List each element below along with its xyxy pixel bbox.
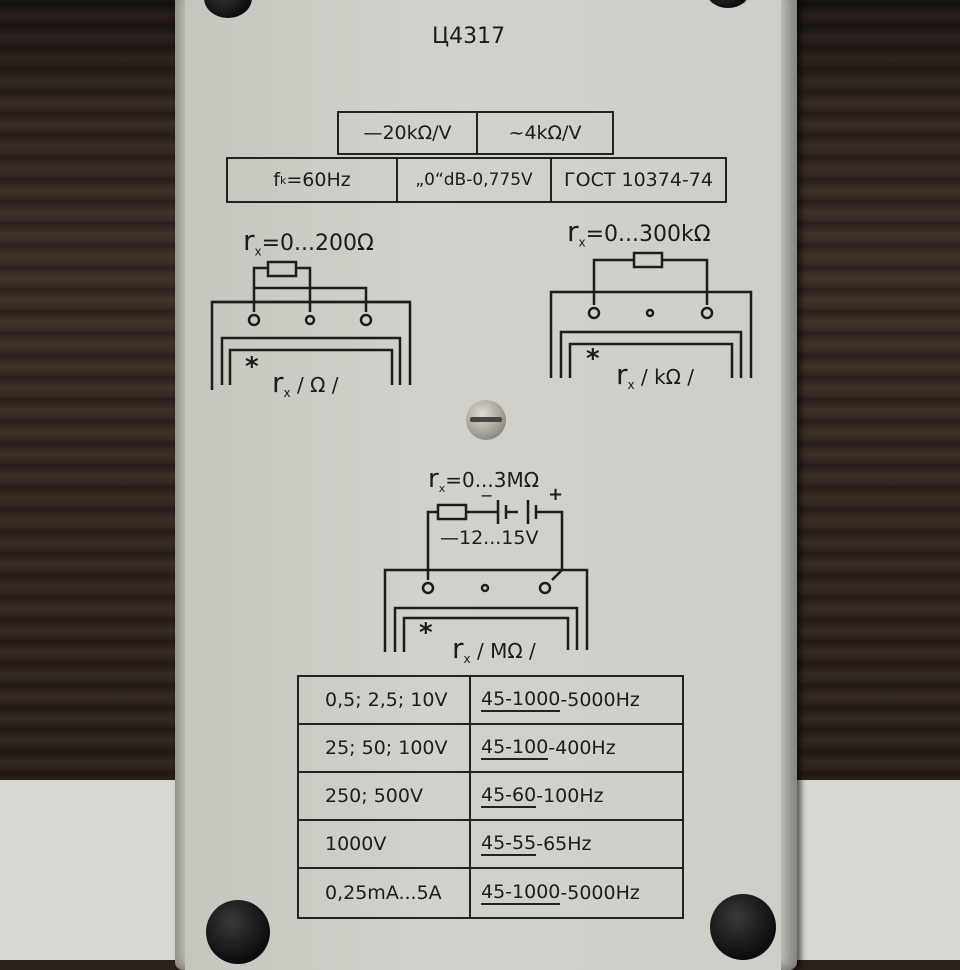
mohm-mark-sub: x	[463, 652, 471, 666]
freq-rest: -5000Hz	[560, 882, 640, 904]
freq-rest: -5000Hz	[560, 689, 640, 711]
screw-bottom-left	[206, 900, 270, 964]
table-row: 0,25mA...5A 45-1000-5000Hz	[299, 869, 682, 917]
ohm-mark-sub: x	[283, 386, 291, 400]
mohm-mark-label: rx / MΩ /	[452, 632, 536, 666]
mohm-range-sub: x	[438, 482, 446, 495]
gost-box: ГОСТ 10374-74	[550, 157, 727, 203]
model-label: Ц4317	[432, 24, 506, 49]
ohm-mark-label: rx / Ω /	[272, 366, 338, 400]
range-cell: 0,25mA...5A	[299, 869, 471, 917]
ac-sensitivity-text: ~4kΩ/V	[508, 122, 582, 144]
ohm-range-r: r	[243, 224, 255, 257]
gost-text: ГОСТ 10374-74	[564, 169, 713, 191]
frequency-cell: 45-100-400Hz	[471, 725, 682, 771]
meter-back-panel	[175, 0, 797, 970]
ac-sensitivity-box: ~4kΩ/V	[476, 111, 614, 155]
battery-minus: −	[480, 486, 494, 505]
center-screw	[466, 400, 506, 440]
battery-plus: +	[548, 484, 564, 505]
range-cell: 1000V	[299, 821, 471, 867]
frequency-cell: 45-1000-5000Hz	[471, 869, 682, 917]
screw-top-left	[204, 0, 252, 18]
frequency-cell: 45-60-100Hz	[471, 773, 682, 819]
kohm-range-value: =0...300kΩ	[585, 222, 711, 247]
db-reference-text: „0“dB-0,775V	[415, 170, 533, 190]
kohm-mark-sub: x	[627, 378, 635, 392]
screw-bottom-right	[710, 894, 776, 960]
mohm-mark-r: r	[452, 632, 464, 665]
mohm-range-value: =0...3MΩ	[445, 468, 540, 492]
table-row: 1000V 45-55-65Hz	[299, 821, 682, 869]
table-row: 25; 50; 100V 45-100-400Hz	[299, 725, 682, 773]
table-row: 0,5; 2,5; 10V 45-1000-5000Hz	[299, 677, 682, 725]
mohm-asterisk: *	[419, 618, 433, 648]
freq-rest: -400Hz	[548, 737, 616, 759]
range-cell: 250; 500V	[299, 773, 471, 819]
fk-letter: f	[273, 169, 280, 191]
ohm-mark-r: r	[272, 366, 284, 399]
ohm-range-label: rx=0...200Ω	[243, 224, 374, 258]
frequency-cell: 45-55-65Hz	[471, 821, 682, 867]
dc-sensitivity-text: —20kΩ/V	[363, 122, 452, 144]
kohm-mark-r: r	[616, 358, 628, 391]
ohm-range-sub: x	[254, 244, 262, 259]
range-cell: 0,5; 2,5; 10V	[299, 677, 471, 723]
ohm-range-value: =0...200Ω	[261, 231, 374, 256]
ohm-mark-unit: / Ω /	[296, 373, 339, 397]
freq-underlined: 45-1000	[481, 881, 561, 905]
freq-underlined: 45-1000	[481, 688, 561, 712]
kohm-range-r: r	[567, 215, 579, 248]
screw-top-right	[706, 0, 750, 8]
range-cell: 25; 50; 100V	[299, 725, 471, 771]
table-row: 250; 500V 45-60-100Hz	[299, 773, 682, 821]
kohm-circuit	[549, 251, 753, 378]
fk-value: =60Hz	[286, 169, 351, 191]
mohm-circuit	[383, 500, 589, 652]
mohm-range-label: rx=0...3MΩ	[428, 464, 539, 495]
kohm-mark-label: rx / kΩ /	[616, 358, 694, 392]
kohm-range-sub: x	[578, 235, 586, 250]
kohm-range-label: rx=0...300kΩ	[567, 215, 711, 249]
kohm-asterisk: *	[586, 344, 600, 374]
freq-underlined: 45-100	[481, 736, 549, 760]
freq-rest: -65Hz	[536, 833, 592, 855]
frequency-cell: 45-1000-5000Hz	[471, 677, 682, 723]
ohm-circuit	[210, 260, 412, 390]
mohm-voltage: —12...15V	[440, 527, 539, 549]
panel-face	[185, 0, 781, 970]
ohm-asterisk: *	[245, 352, 259, 382]
mohm-mark-unit: / MΩ /	[476, 639, 536, 663]
fk-subscript: k	[279, 173, 287, 187]
mohm-range-r: r	[428, 464, 439, 494]
kohm-mark-unit: / kΩ /	[640, 365, 695, 389]
frequency-table: 0,5; 2,5; 10V 45-1000-5000Hz 25; 50; 100…	[297, 675, 684, 919]
freq-underlined: 45-60	[481, 784, 537, 808]
freq-underlined: 45-55	[481, 832, 537, 856]
freq-rest: -100Hz	[536, 785, 604, 807]
